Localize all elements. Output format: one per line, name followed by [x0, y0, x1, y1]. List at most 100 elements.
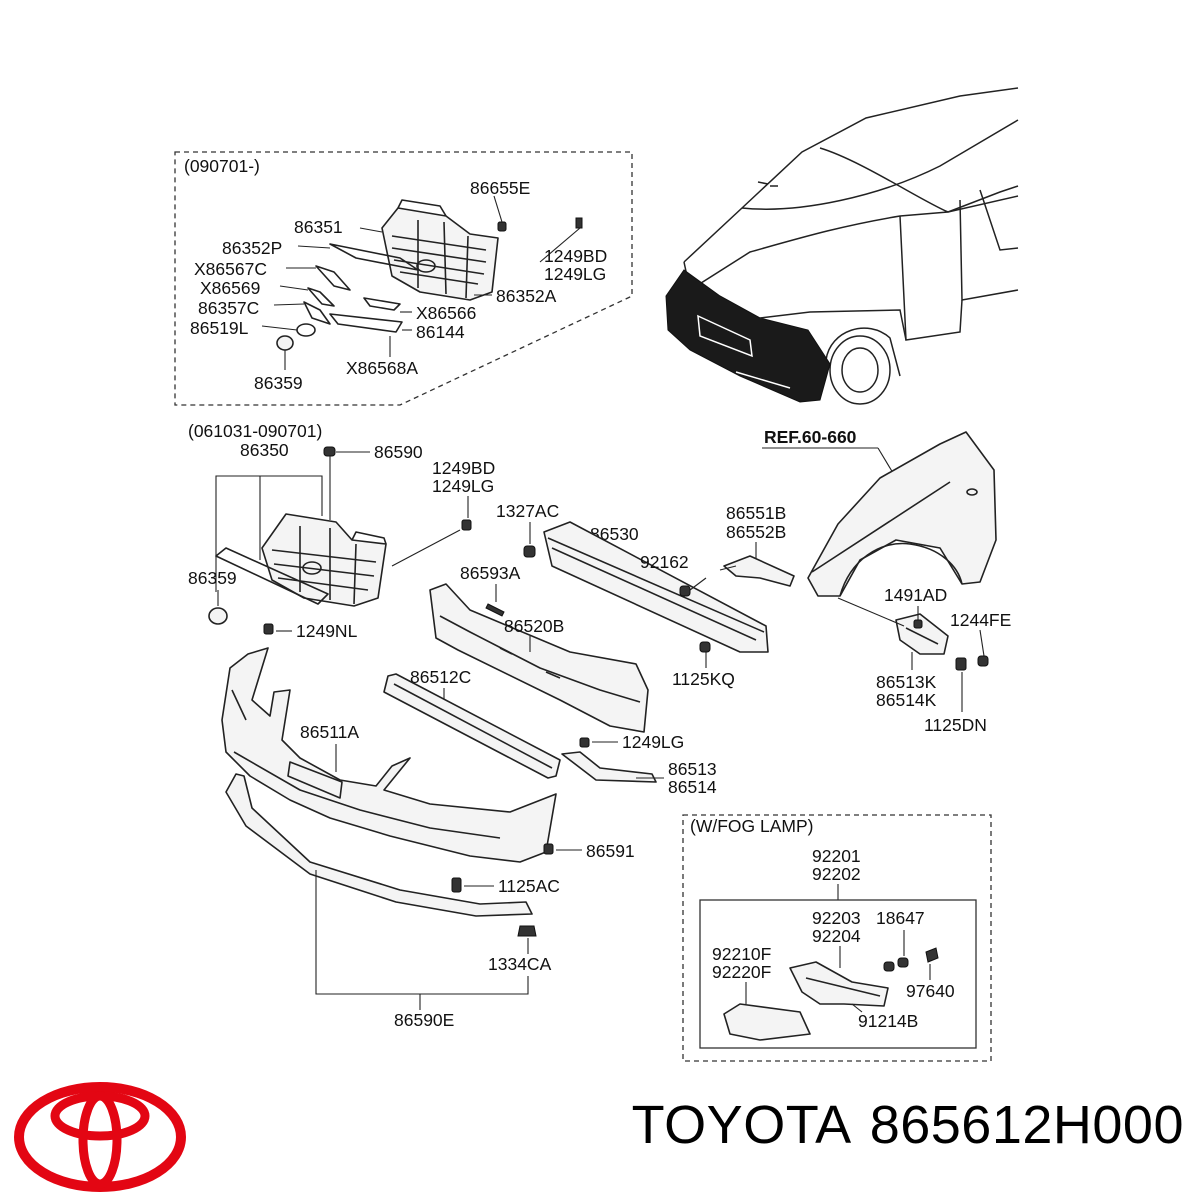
bolt-1125DN — [955, 657, 967, 671]
label-1249BD-middle: 1249BD — [432, 458, 495, 478]
label-92162: 92162 — [640, 552, 689, 572]
label-1125KQ: 1125KQ — [672, 669, 735, 689]
bolt-1249-middle — [461, 519, 472, 531]
middle-bracket-line — [215, 475, 323, 592]
label-X86568A: X86568A — [346, 358, 418, 378]
footer: TOYOTA 865612H000 — [0, 1070, 1200, 1200]
fog-lamp-inner-frame — [699, 899, 977, 1049]
lower-grille-86512C — [383, 673, 561, 779]
footer-caption: TOYOTA 865612H000 — [632, 1094, 1184, 1156]
brand-name: TOYOTA — [631, 1095, 852, 1155]
label-97640: 97640 — [906, 981, 955, 1001]
fender-ref-label: REF.60-660 — [764, 427, 857, 447]
label-92201: 92201 — [812, 846, 861, 866]
label-1249LG-lower: 1249LG — [622, 732, 684, 752]
bolt-1249LG-lower — [579, 737, 590, 748]
label-1125AC: 1125AC — [498, 876, 560, 896]
label-1334CA: 1334CA — [488, 954, 552, 974]
fender-bracket-86513K — [895, 613, 949, 655]
bolt-86591 — [543, 843, 554, 855]
label-X86569: X86569 — [200, 278, 260, 298]
emblem-86359-middle — [208, 607, 228, 625]
absorber-86520B — [429, 583, 649, 733]
middle-group-label: (061031-090701) — [188, 421, 322, 441]
bulb-18647 — [897, 957, 909, 968]
fog-lamp-bracket — [789, 961, 889, 1007]
label-86144: 86144 — [416, 322, 465, 342]
label-86352P: 86352P — [222, 238, 282, 258]
nut-1327AC — [523, 545, 536, 558]
label-86359-middle: 86359 — [188, 568, 237, 588]
middle-grille-illustration — [215, 513, 387, 607]
bolt-1249NL — [263, 623, 274, 635]
fog-lamp-lens — [723, 1003, 811, 1041]
fog-lamp-frame — [682, 814, 992, 1062]
label-86513: 86513 — [668, 759, 717, 779]
bolt-1125KQ — [699, 641, 711, 653]
bolt-1491AD — [913, 619, 923, 629]
upper-trim-pieces — [276, 243, 419, 351]
part-number: 865612H000 — [869, 1095, 1184, 1155]
label-86511A: 86511A — [300, 722, 359, 742]
clip-86593A — [485, 603, 505, 617]
label-1249LG-upper: 1249LG — [544, 264, 606, 284]
upper-leader-lines — [261, 195, 581, 370]
upper-group-label: (090701-) — [184, 156, 260, 176]
label-86519L: 86519L — [190, 318, 249, 338]
toyota-logo-icon — [14, 1082, 186, 1192]
upper-fasteners — [497, 217, 583, 232]
label-86590: 86590 — [374, 442, 423, 462]
bolt-1244FE — [977, 655, 989, 667]
label-X86567C: X86567C — [194, 259, 267, 279]
label-92203: 92203 — [812, 908, 861, 928]
label-1249BD-upper: 1249BD — [544, 246, 607, 266]
label-18647: 18647 — [876, 908, 925, 928]
bracket-86513 — [561, 751, 657, 783]
label-92204: 92204 — [812, 926, 861, 946]
label-86591: 86591 — [586, 841, 635, 861]
bracket-86551B — [723, 555, 795, 587]
reinforcement-86530 — [543, 521, 769, 653]
label-86512C: 86512C — [410, 667, 471, 687]
lip-bracket-line — [315, 870, 529, 995]
label-86655E: 86655E — [470, 178, 530, 198]
fender-illustration — [807, 431, 997, 597]
clip-86590 — [323, 446, 336, 457]
label-86593A: 86593A — [460, 563, 521, 583]
label-1244FE: 1244FE — [950, 610, 1011, 630]
label-86520B: 86520B — [504, 616, 564, 636]
label-86590E: 86590E — [394, 1010, 454, 1030]
label-1249NL: 1249NL — [296, 621, 358, 641]
label-86351: 86351 — [294, 217, 343, 237]
label-86352A: 86352A — [496, 286, 557, 306]
label-86350: 86350 — [240, 440, 289, 460]
fog-lamp-label: (W/FOG LAMP) — [690, 816, 813, 836]
label-92220F: 92220F — [712, 962, 771, 982]
lower-lip-86590E — [225, 773, 533, 917]
screw-97640 — [925, 947, 939, 963]
bolt-1125AC — [451, 877, 462, 893]
label-86357C: 86357C — [198, 298, 259, 318]
label-1327AC: 1327AC — [496, 501, 559, 521]
upper-grille-illustration — [381, 199, 499, 301]
label-86514K: 86514K — [876, 690, 937, 710]
bolt-92162 — [679, 585, 691, 597]
label-86513K: 86513K — [876, 672, 937, 692]
label-1491AD: 1491AD — [884, 585, 947, 605]
bumper-cover-86511A — [221, 647, 557, 863]
label-86359-upper: 86359 — [254, 373, 303, 393]
label-1249LG-middle: 1249LG — [432, 476, 494, 496]
clip-1334CA — [517, 925, 537, 937]
label-86551B: 86551B — [726, 503, 786, 523]
label-86514: 86514 — [668, 777, 717, 797]
upper-group-frame — [174, 151, 633, 406]
label-X86566: X86566 — [416, 303, 476, 323]
label-86552B: 86552B — [726, 522, 786, 542]
label-92202: 92202 — [812, 864, 861, 884]
socket-18647 — [883, 961, 895, 972]
label-1125DN: 1125DN — [924, 715, 987, 735]
label-92210F: 92210F — [712, 944, 771, 964]
label-91214B: 91214B — [858, 1011, 918, 1031]
car-illustration — [665, 87, 1019, 405]
